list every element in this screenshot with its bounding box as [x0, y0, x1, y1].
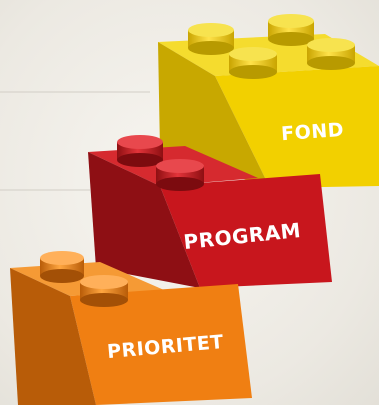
brick-stud	[40, 251, 84, 283]
brick-stud	[156, 159, 204, 191]
brick-stud	[80, 275, 128, 307]
brick-label-fond: FOND	[280, 119, 344, 145]
brick-stud	[268, 14, 314, 46]
brick-stud	[188, 23, 234, 55]
brick-stud	[117, 135, 163, 167]
brick-stud	[307, 38, 355, 70]
brick-program: PROGRAM	[88, 135, 332, 288]
brick-stud	[229, 47, 277, 79]
brick-prioritet: PRIORITET	[10, 251, 252, 405]
